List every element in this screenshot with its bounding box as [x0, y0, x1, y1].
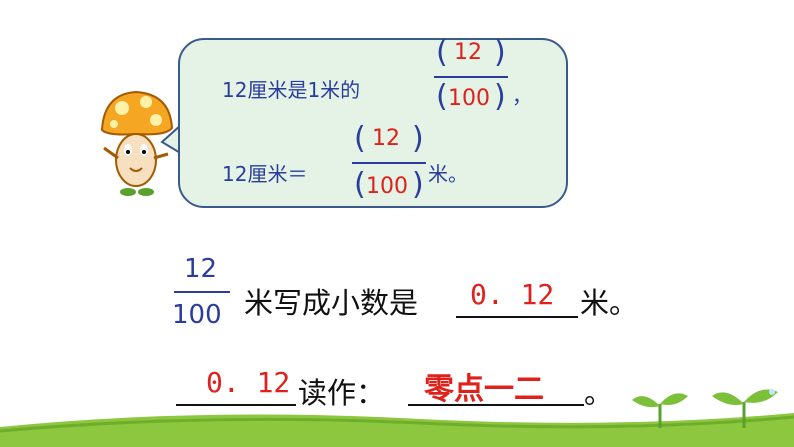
q2-blank-line1 — [176, 404, 296, 406]
q2-text: 读作： — [298, 376, 386, 410]
bubble-line2-text: 12厘米＝ — [222, 162, 308, 186]
q1-numerator: 12 — [184, 254, 218, 284]
bubble-line2-numerator: 12 — [372, 126, 400, 151]
q1-blank-line — [456, 316, 578, 318]
speech-bubble — [178, 38, 568, 208]
q1-fraction-line — [174, 291, 230, 293]
bubble-line1-numerator: 12 — [454, 40, 482, 65]
q2-end: 。 — [584, 376, 614, 410]
q1-answer: 0. 12 — [470, 278, 555, 311]
bubble-line2-denominator: 100 — [366, 174, 408, 199]
q1-text: 米写成小数是 — [244, 286, 419, 320]
bubble-line1-text: 12厘米是1米的 — [222, 78, 361, 102]
q1-end: 米。 — [580, 286, 639, 320]
q2-answer2: 零点一二 — [424, 372, 544, 407]
bubble-line2-fraction: ( 12 ) ( 100 ) — [350, 122, 428, 206]
mushroom-character-icon — [100, 90, 174, 196]
sprout-icon — [632, 393, 688, 428]
bubble-tail — [160, 123, 183, 155]
bubble-line1-denominator: 100 — [448, 86, 490, 111]
bubble-line1-fraction: ( 12 ) ( 100 ) — [432, 36, 510, 116]
bubble-line1-end: ， — [512, 84, 532, 108]
q1-denominator: 100 — [172, 300, 222, 330]
sprout-icon — [712, 389, 778, 428]
q2-blank-line2 — [408, 404, 584, 406]
grass-hill — [0, 413, 794, 447]
bubble-line2-end: 米。 — [428, 162, 468, 186]
q2-answer1: 0. 12 — [206, 366, 291, 399]
